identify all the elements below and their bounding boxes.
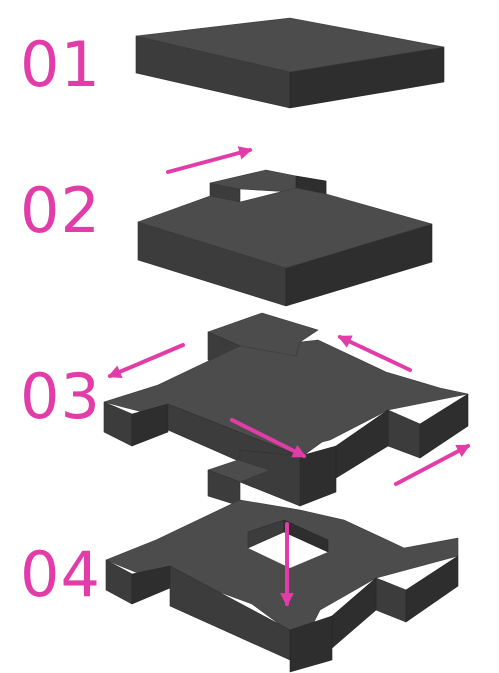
step-label-04: 04 [20, 538, 101, 611]
arrow-icon [230, 418, 307, 458]
step-label-03: 03 [20, 360, 101, 433]
arrow-icon [394, 444, 471, 486]
step-label-01: 01 [20, 28, 101, 101]
step-labels: 01 02 03 04 [20, 28, 101, 611]
step-label-02: 02 [20, 174, 101, 247]
layer-03-slab [103, 312, 469, 507]
arrow-icon [107, 343, 185, 379]
arrow-icon [166, 146, 253, 174]
layer-04-slab [105, 459, 459, 673]
layer-01-slab [135, 17, 445, 109]
movement-arrows [107, 146, 471, 607]
arrow-icon [337, 335, 412, 372]
layer-02-slab [137, 169, 433, 307]
